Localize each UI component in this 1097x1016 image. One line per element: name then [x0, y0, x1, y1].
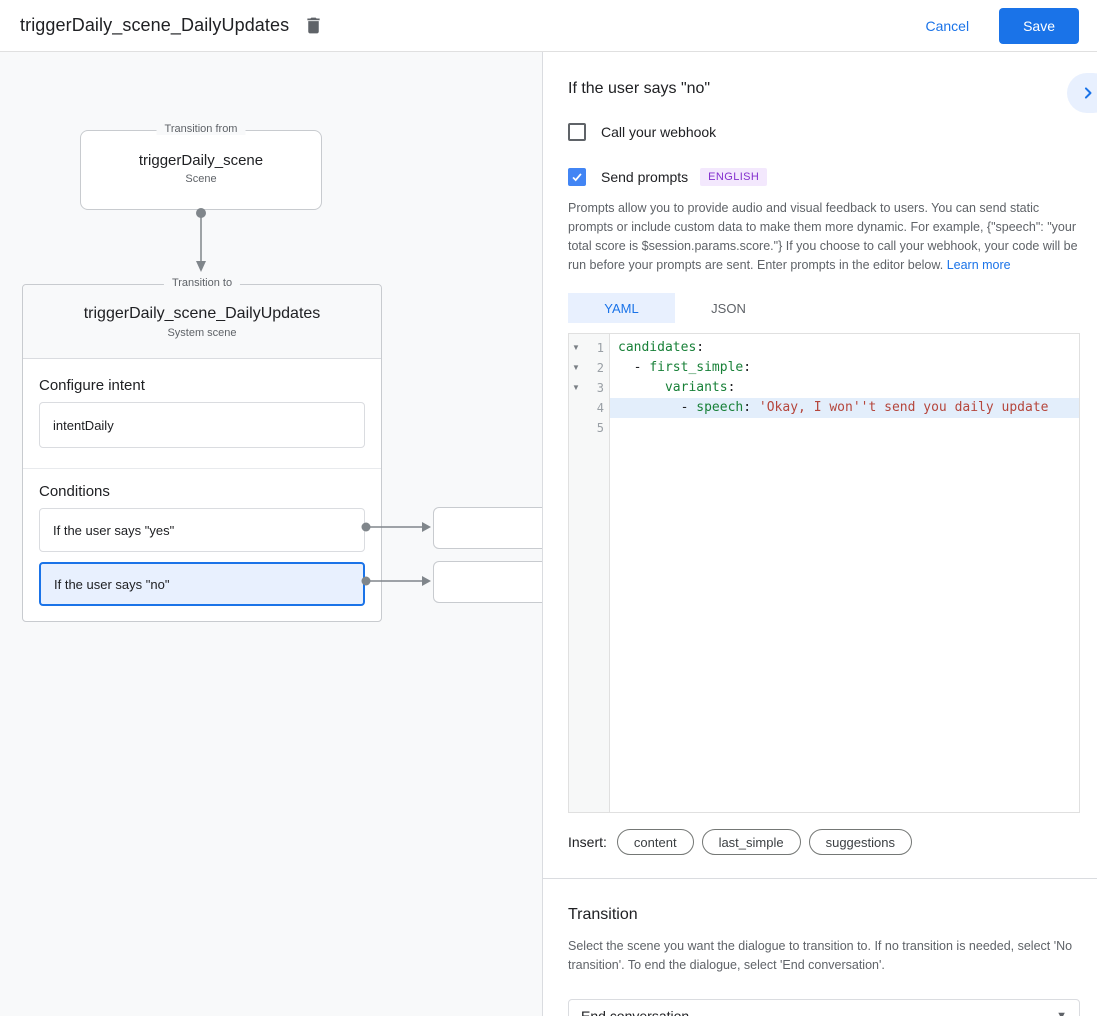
code-line[interactable]: candidates: — [610, 338, 1079, 358]
prompts-description: Prompts allow you to provide audio and v… — [568, 199, 1080, 275]
condition-item-yes[interactable]: If the user says "yes" — [39, 508, 365, 552]
dropdown-caret-icon: ▼ — [1056, 1010, 1067, 1016]
collapse-panel-button[interactable] — [1067, 73, 1097, 113]
tab-yaml[interactable]: YAML — [568, 293, 675, 323]
gutter-line: 4 — [569, 398, 609, 418]
cancel-button[interactable]: Cancel — [925, 17, 970, 34]
webhook-checkbox-row[interactable]: Call your webhook — [568, 123, 1080, 141]
code-line[interactable] — [610, 418, 1079, 438]
transition-select-value: End conversation — [581, 1008, 690, 1016]
scene-card-body: Configure intent intentDaily Conditions … — [23, 377, 381, 621]
transition-select[interactable]: End conversation ▼ — [568, 999, 1080, 1016]
transition-section: Transition Select the scene you want the… — [543, 879, 1097, 1016]
line-number: 1 — [596, 341, 604, 355]
panel-heading: If the user says "no" — [568, 80, 711, 97]
main-content: Transition from triggerDaily_scene Scene… — [0, 52, 1097, 1016]
token-plain — [618, 380, 665, 395]
intent-name: intentDaily — [53, 417, 114, 433]
token-plain: : — [696, 340, 705, 355]
token-string: 'Okay, I won''t send you daily update — [758, 400, 1049, 415]
card-divider — [23, 468, 381, 469]
page-title: triggerDaily_scene_DailyUpdates — [20, 15, 290, 35]
token-key: variants — [664, 380, 728, 395]
learn-more-link[interactable]: Learn more — [946, 258, 1011, 272]
to-scene-name: triggerDaily_scene_DailyUpdates — [83, 305, 321, 322]
send-prompts-checkbox[interactable] — [568, 168, 586, 186]
section-divider — [543, 878, 1097, 879]
to-scene-type: System scene — [167, 327, 237, 339]
token-plain: - — [618, 360, 650, 375]
code-line[interactable]: variants: — [610, 378, 1079, 398]
tab-json[interactable]: JSON — [711, 300, 746, 316]
line-number: 3 — [596, 381, 604, 395]
check-icon — [572, 173, 582, 182]
transition-arrow-down — [196, 208, 206, 272]
token-key: candidates — [618, 340, 697, 355]
header-bar: triggerDaily_scene_DailyUpdates Cancel S… — [0, 0, 1097, 52]
insert-label: Insert: — [568, 834, 607, 850]
condition-label: If the user says "no" — [54, 576, 170, 592]
delete-scene-button[interactable] — [303, 15, 324, 36]
editor-code-area[interactable]: candidates: - first_simple: variants: - … — [610, 334, 1079, 812]
token-plain: : — [743, 360, 752, 375]
transition-from-legend: Transition from — [156, 123, 246, 135]
token-key: first_simple — [649, 360, 744, 375]
transition-to-node: Transition to triggerDaily_scene_DailyUp… — [22, 277, 382, 622]
webhook-checkbox-label: Call your webhook — [601, 124, 717, 140]
from-scene-name: triggerDaily_scene — [138, 152, 264, 169]
gutter-line[interactable]: ▼1 — [569, 338, 609, 358]
save-button[interactable]: Save — [999, 7, 1079, 44]
line-number: 2 — [596, 361, 604, 375]
condition-target-node[interactable] — [433, 561, 542, 603]
fold-arrow-icon[interactable]: ▼ — [572, 383, 580, 392]
gutter-line[interactable]: ▼2 — [569, 358, 609, 378]
line-number: 4 — [596, 401, 604, 415]
trash-icon — [307, 17, 320, 34]
insert-chip-last-simple[interactable]: last_simple — [701, 829, 801, 855]
intent-item[interactable]: intentDaily — [39, 402, 365, 448]
prompt-section: If the user says "no" Call your webhook … — [543, 52, 1097, 855]
token-plain: : — [727, 380, 736, 395]
condition-label: If the user says "yes" — [53, 522, 175, 538]
transition-from-node[interactable]: Transition from triggerDaily_scene Scene — [80, 123, 322, 210]
transition-to-legend: Transition to — [163, 277, 241, 289]
code-line[interactable]: - first_simple: — [610, 358, 1079, 378]
prompts-description-text: Prompts allow you to provide audio and v… — [568, 201, 1078, 272]
editor-format-tabs: YAML JSON — [568, 293, 1080, 323]
fold-arrow-icon[interactable]: ▼ — [572, 363, 580, 372]
language-badge: ENGLISH — [700, 168, 768, 186]
scene-diagram-canvas: Transition from triggerDaily_scene Scene… — [0, 52, 543, 1016]
condition-detail-panel: If the user says "no" Call your webhook … — [543, 52, 1097, 1016]
insert-toolbar: Insert: content last_simple suggestions — [568, 829, 1080, 855]
gutter-line: 5 — [569, 418, 609, 438]
webhook-checkbox[interactable] — [568, 123, 586, 141]
chevron-right-icon — [1084, 87, 1092, 99]
conditions-label: Conditions — [39, 483, 110, 500]
from-scene-type: Scene — [185, 173, 217, 185]
scene-card-header: triggerDaily_scene_DailyUpdates System s… — [23, 285, 381, 359]
token-plain: - — [618, 400, 697, 415]
code-line-active[interactable]: - speech: 'Okay, I won''t send you daily… — [610, 398, 1079, 418]
configure-intent-label: Configure intent — [39, 377, 145, 394]
transition-description: Select the scene you want the dialogue t… — [568, 939, 1073, 972]
condition-target-node[interactable] — [433, 507, 542, 549]
condition-item-no[interactable]: If the user says "no" — [39, 562, 365, 606]
send-prompts-checkbox-row[interactable]: Send prompts ENGLISH — [568, 168, 1080, 186]
fold-arrow-icon[interactable]: ▼ — [572, 343, 580, 352]
line-number: 5 — [596, 421, 604, 435]
token-key: speech — [696, 400, 744, 415]
send-prompts-label: Send prompts — [601, 169, 689, 185]
transition-heading: Transition — [568, 906, 638, 923]
insert-chip-content[interactable]: content — [616, 829, 694, 855]
gutter-line[interactable]: ▼3 — [569, 378, 609, 398]
token-plain: : — [743, 400, 759, 415]
condition-connector-arrows — [361, 522, 431, 586]
insert-chip-suggestions[interactable]: suggestions — [808, 829, 912, 855]
